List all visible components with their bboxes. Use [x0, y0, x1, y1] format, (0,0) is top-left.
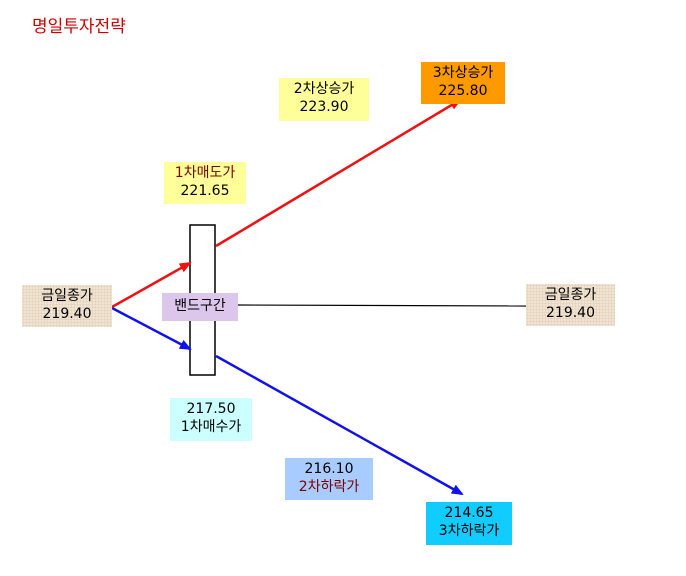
down2-label: 2차하락가	[298, 479, 360, 495]
down2-value: 216.10	[304, 461, 354, 477]
close-left-label: 금일종가	[41, 288, 93, 304]
up3-value: 225.80	[438, 83, 488, 99]
down3-value: 214.65	[444, 505, 494, 521]
node-up2: 2차상승가 223.90	[279, 78, 369, 121]
sell1-value: 221.65	[180, 183, 230, 199]
node-down3: 214.65 3차하락가	[426, 502, 512, 545]
close-left-value: 219.40	[42, 306, 92, 322]
diagram-title: 명일투자전략	[32, 17, 126, 37]
up2-label: 2차상승가	[293, 81, 355, 97]
close-right-label: 금일종가	[544, 287, 597, 303]
node-close-left: 금일종가 219.40	[22, 285, 112, 327]
node-down2: 216.10 2차하락가	[285, 458, 373, 500]
node-band: 밴드구간	[162, 293, 238, 321]
node-up3: 3차상승가 225.80	[421, 62, 505, 104]
node-sell1: 1차매도가 221.65	[164, 162, 246, 204]
arrow-to-up3	[215, 98, 462, 248]
node-close-right: 금일종가 219.40	[526, 284, 615, 326]
buy1-value: 217.50	[186, 401, 236, 417]
node-buy1: 217.50 1차매수가	[170, 398, 252, 441]
buy1-label: 1차매수가	[180, 419, 242, 435]
band-label: 밴드구간	[174, 298, 226, 314]
sell1-label: 1차매도가	[174, 165, 236, 181]
close-right-value: 219.40	[546, 305, 595, 321]
line-to-close-right	[237, 304, 527, 307]
arrow-to-down3	[215, 354, 464, 496]
up3-label: 3차상승가	[432, 65, 494, 81]
arrow-to-sell1	[111, 261, 192, 309]
down3-label: 3차하락가	[438, 523, 500, 539]
arrow-to-buy1	[111, 306, 192, 351]
up2-value: 223.90	[299, 99, 349, 115]
